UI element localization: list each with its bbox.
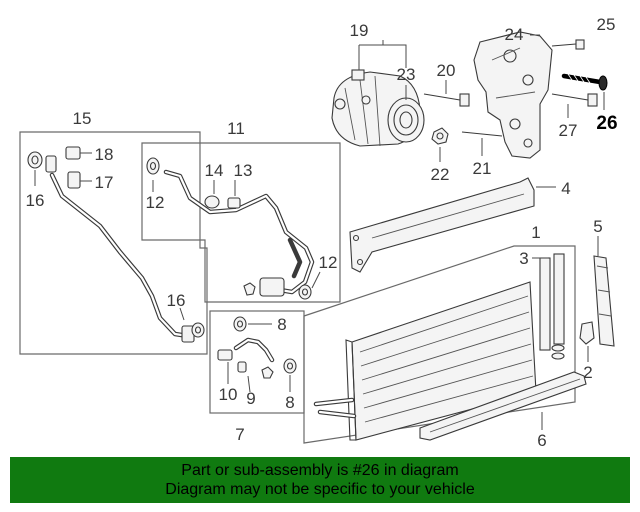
banner-line-1: Part or sub-assembly is #26 in diagram	[181, 462, 459, 479]
hose-assembly-15	[27, 146, 205, 343]
baffle-6	[419, 371, 587, 441]
callout-5: 5	[593, 217, 602, 236]
callout-7: 7	[235, 425, 244, 444]
parts-group-7	[217, 316, 297, 379]
callout-26: 26	[596, 113, 617, 134]
ac-compressor	[331, 69, 425, 147]
parts-diagram: 19 23 20 24 25 26 27 21 22 4 15 18 17 16…	[19, 15, 618, 450]
callout-14: 14	[205, 161, 224, 180]
callout-19: 19	[350, 21, 369, 40]
callout-16-bottom: 16	[167, 291, 186, 310]
bolt-20	[423, 93, 470, 107]
banner-line-2: Diagram may not be specific to your vehi…	[165, 481, 475, 498]
callout-20: 20	[437, 61, 456, 80]
callout-8-top: 8	[277, 315, 286, 334]
bolt-25	[551, 39, 585, 50]
callout-23: 23	[397, 65, 416, 84]
receiver-dryer-3	[539, 253, 565, 360]
callout-27: 27	[559, 121, 578, 140]
callout-12-left: 12	[146, 193, 165, 212]
group-box-11	[141, 142, 341, 303]
callout-3: 3	[519, 249, 528, 268]
callout-25: 25	[597, 15, 616, 34]
callout-10: 10	[219, 385, 238, 404]
callout-18: 18	[95, 145, 114, 164]
callout-2: 2	[583, 363, 592, 382]
nut-22	[431, 127, 449, 145]
callout-15: 15	[73, 109, 92, 128]
callout-9: 9	[246, 389, 255, 408]
callout-8-bottom: 8	[285, 393, 294, 412]
stud-21	[461, 131, 503, 137]
hose-assembly-11	[146, 157, 315, 300]
bolt-26-highlighted	[561, 73, 608, 91]
baffle-4	[349, 177, 535, 273]
callout-24: 24	[505, 25, 524, 44]
callout-13: 13	[234, 161, 253, 180]
callout-17: 17	[95, 173, 114, 192]
callout-21: 21	[473, 159, 492, 178]
info-banner: Part or sub-assembly is #26 in diagram D…	[10, 457, 630, 503]
condenser-1	[313, 281, 537, 441]
seal-5	[593, 255, 615, 347]
callout-1: 1	[531, 223, 540, 242]
group-box-15	[19, 131, 208, 355]
group-box-1	[303, 245, 576, 444]
callout-12-right: 12	[319, 253, 338, 272]
compressor-bracket	[473, 31, 553, 159]
bolt-27	[551, 93, 598, 107]
callout-22: 22	[431, 165, 450, 184]
callout-6: 6	[537, 431, 546, 450]
callout-11: 11	[227, 119, 245, 138]
callout-16-top: 16	[26, 191, 45, 210]
callout-4: 4	[561, 179, 570, 198]
bracket-2	[579, 321, 595, 345]
